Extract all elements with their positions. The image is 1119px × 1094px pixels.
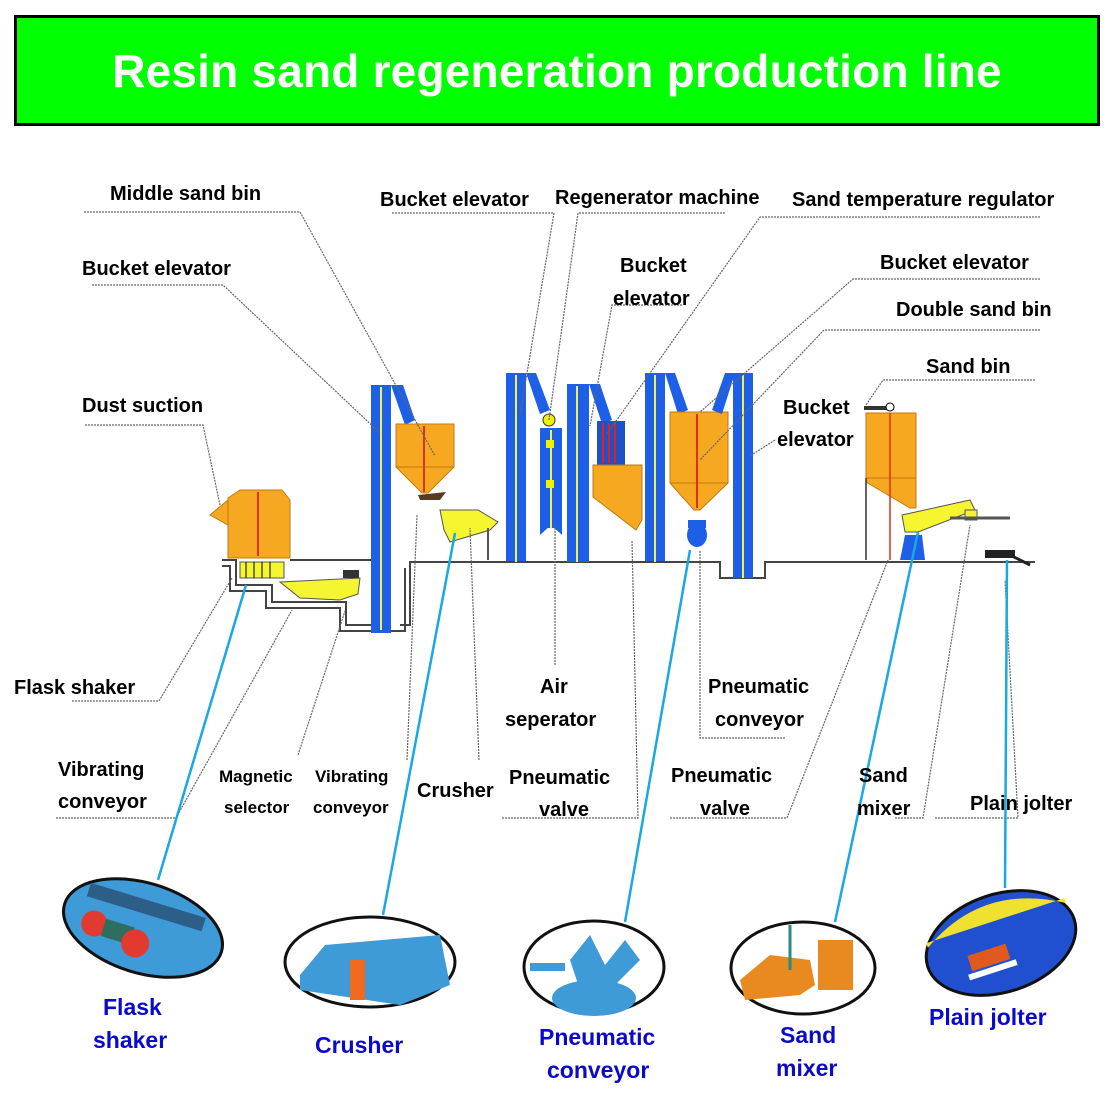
- regenerator-machine: [540, 413, 562, 535]
- label-pneumatic-conveyor-line2: conveyor: [715, 709, 804, 731]
- photo-label-sand-mixer-line1: Sand: [780, 1022, 836, 1048]
- label-pneumatic-valve-2-line1: Pneumatic: [671, 765, 772, 787]
- title-banner: Resin sand regeneration production line: [14, 15, 1100, 126]
- photo-sand-mixer: [729, 920, 877, 1016]
- photo-label-sand-mixer-line2: mixer: [776, 1055, 837, 1081]
- photo-callout-lines: [156, 531, 1009, 923]
- label-regenerator-machine: Regenerator machine: [555, 187, 760, 209]
- label-double-sand-bin: Double sand bin: [896, 299, 1052, 321]
- label-bucket-elevator-1: Bucket elevator: [82, 258, 231, 280]
- bucket-elevator-5: [712, 373, 753, 578]
- photo-plain-jolter: [924, 889, 1078, 997]
- photo-label-flask-shaker-line1: Flask: [103, 994, 162, 1020]
- label-vibrating-conveyor-2-line2: conveyor: [313, 798, 389, 817]
- label-pneumatic-conveyor-line1: Pneumatic: [708, 676, 809, 698]
- label-vibrating-conveyor-1-line2: conveyor: [58, 791, 147, 813]
- label-sand-bin: Sand bin: [926, 356, 1010, 378]
- label-dust-suction: Dust suction: [82, 395, 203, 417]
- photo-label-pneumatic-conveyor-line2: conveyor: [547, 1057, 649, 1083]
- label-pneumatic-valve-1-line2: valve: [539, 799, 589, 821]
- label-crusher: Crusher: [417, 780, 494, 802]
- label-sand-temperature-regulator: Sand temperature regulator: [792, 189, 1055, 211]
- sand-bin: [864, 402, 917, 560]
- bottom-leader-lines: [56, 514, 1019, 819]
- photo-crusher: [283, 915, 457, 1009]
- photo-label-flask-shaker-line2: shaker: [93, 1027, 167, 1053]
- label-plain-jolter: Plain jolter: [970, 793, 1072, 815]
- crusher-unit: [439, 509, 499, 560]
- label-sand-mixer-line1: Sand: [859, 765, 908, 787]
- top-leader-lines: [84, 211, 1040, 506]
- top-labels: Middle sand bin Bucket elevator Dust suc…: [82, 183, 1055, 451]
- photo-flask-shaker: [61, 877, 225, 979]
- label-vibrating-conveyor-1-line1: Vibrating: [58, 759, 144, 781]
- dust-suction-unit: [209, 489, 291, 579]
- label-vibrating-conveyor-2-line1: Vibrating: [315, 767, 388, 786]
- photo-labels: Flask shaker Crusher Pneumatic conveyor …: [93, 994, 1047, 1083]
- vibrating-conveyor-1: [278, 570, 361, 601]
- label-pneumatic-valve-1-line1: Pneumatic: [509, 767, 610, 789]
- bucket-elevator-3: [567, 384, 612, 562]
- double-sand-bin: [669, 411, 729, 547]
- label-magnetic-selector-line2: selector: [224, 798, 290, 817]
- label-air-separator-line1: Air: [540, 676, 568, 698]
- bucket-elevator-2: [506, 373, 550, 562]
- bucket-elevator-4: [645, 373, 688, 562]
- sand-mixer-unit: [900, 499, 1010, 560]
- middle-sand-bin: [395, 423, 455, 500]
- label-bucket-elevator-5-line2: elevator: [777, 429, 854, 451]
- photo-pneumatic-conveyor: [522, 919, 666, 1016]
- label-magnetic-selector-line1: Magnetic: [219, 767, 293, 786]
- photo-label-crusher: Crusher: [315, 1032, 403, 1058]
- photo-label-pneumatic-conveyor-line1: Pneumatic: [539, 1024, 656, 1050]
- label-bucket-elevator-5-line1: Bucket: [783, 397, 850, 419]
- label-air-separator-line2: seperator: [505, 709, 596, 731]
- label-middle-sand-bin: Middle sand bin: [110, 183, 261, 205]
- bucket-elevator-1: [371, 385, 415, 633]
- photo-label-plain-jolter: Plain jolter: [929, 1004, 1047, 1030]
- label-pneumatic-valve-2-line2: valve: [700, 798, 750, 820]
- page-title: Resin sand regeneration production line: [112, 44, 1002, 97]
- sand-temperature-regulator: [592, 421, 643, 531]
- label-flask-shaker: Flask shaker: [14, 677, 135, 699]
- plain-jolter-unit: [985, 550, 1031, 567]
- label-bucket-elevator-2: Bucket elevator: [380, 189, 529, 211]
- label-bucket-elevator-3-line1: Bucket: [620, 255, 687, 277]
- label-bucket-elevator-4: Bucket elevator: [880, 252, 1029, 274]
- label-bucket-elevator-3-line2: elevator: [613, 288, 690, 310]
- bottom-labels: Flask shaker Vibrating conveyor Magnetic…: [14, 676, 1072, 821]
- label-sand-mixer-line2: mixer: [857, 798, 911, 820]
